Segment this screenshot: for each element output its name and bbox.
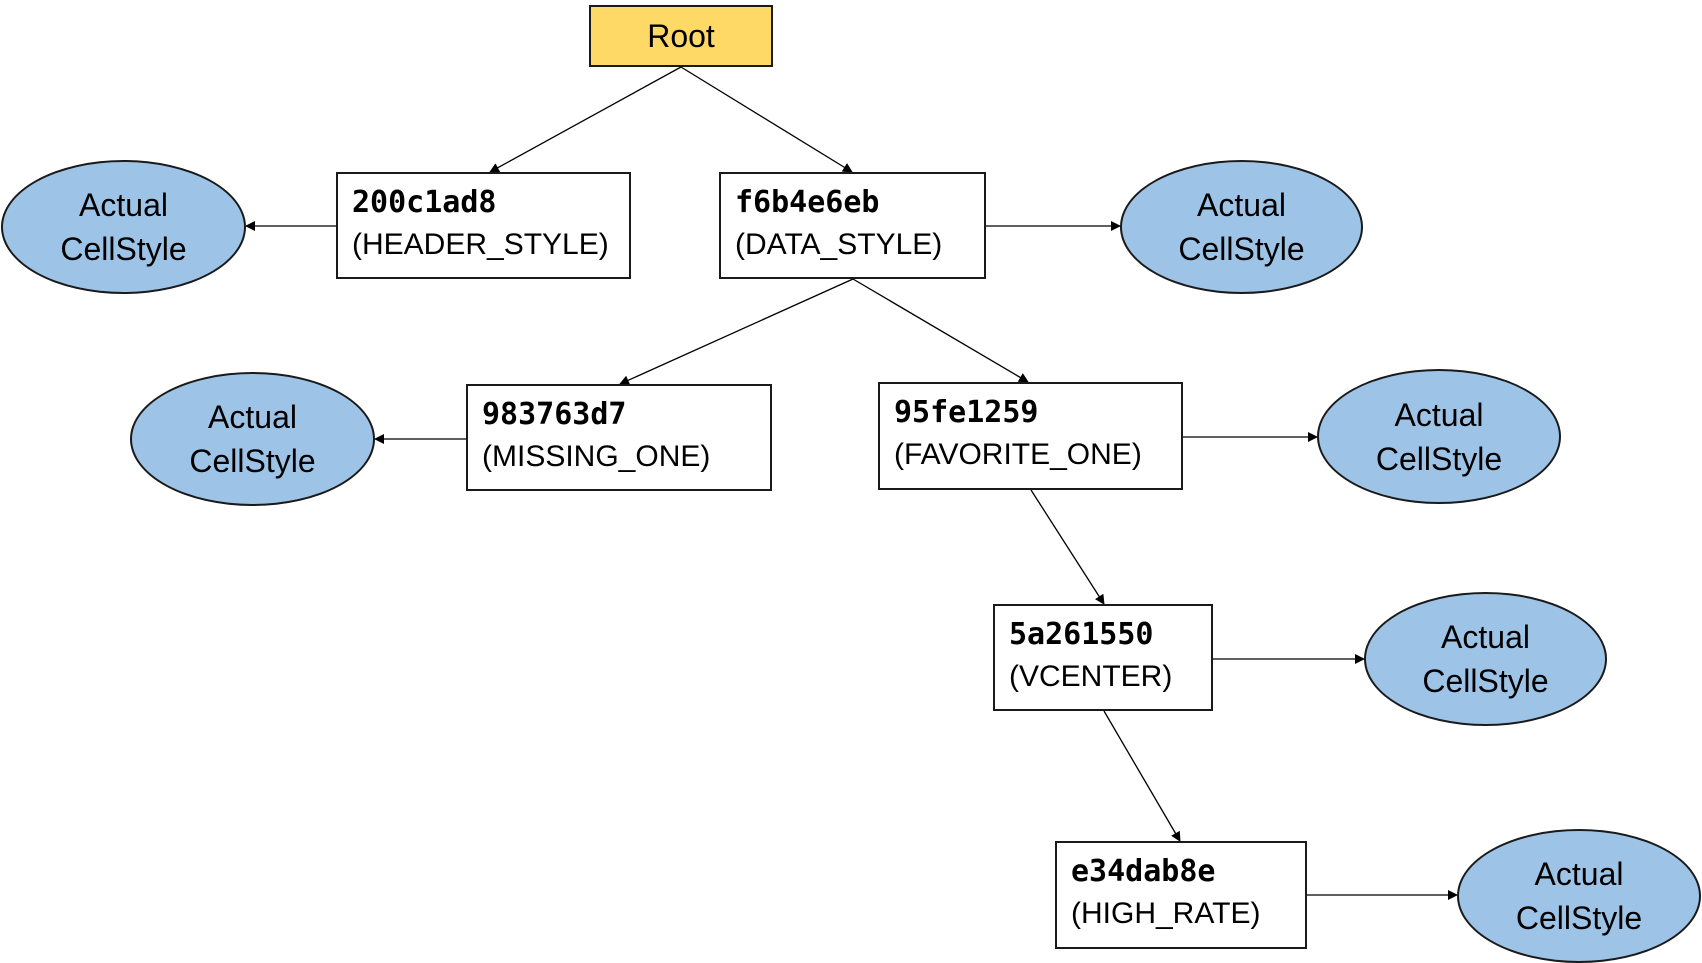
cellstyle-line2: CellStyle [1375,440,1503,477]
style-node-missing-one: 983763d7 (MISSING_ONE) [466,384,772,491]
cellstyle-line2: CellStyle [1178,231,1305,267]
node-style-name: (FAVORITE_ONE) [894,438,1142,471]
cellstyle-line2: CellStyle [1515,900,1643,936]
cellstyle-ellipse-vcenter: Actual CellStyle [1364,592,1607,726]
edge-vcenter-to-high-rate [1103,710,1181,842]
node-style-name: (HEADER_STYLE) [352,228,609,261]
style-node-header-style: 200c1ad8 (HEADER_STYLE) [336,172,631,279]
node-style-name: (MISSING_ONE) [482,440,711,473]
node-style-name: (VCENTER) [1009,660,1173,693]
cellstyle-line2: CellStyle [60,231,187,267]
cellstyle-ellipse-header-style: Actual CellStyle [1,160,246,294]
cellstyle-ellipse-missing-one: Actual CellStyle [130,372,375,506]
cellstyle-line1: Actual [208,399,297,435]
cellstyle-line1: Actual [79,187,168,223]
style-node-data-style: f6b4e6eb (DATA_STYLE) [719,172,986,279]
edge-data-style-to-favorite-one [852,278,1029,383]
edge-root-to-data-style [680,66,853,173]
cellstyle-ellipse-high-rate: Actual CellStyle [1457,829,1701,963]
style-node-high-rate: e34dab8e (HIGH_RATE) [1055,841,1307,949]
node-hash: 200c1ad8 [352,185,497,220]
node-hash: 5a261550 [1009,617,1154,652]
edge-favorite-one-to-vcenter [1030,489,1105,605]
cellstyle-line1: Actual [1441,619,1530,655]
node-hash: e34dab8e [1071,854,1216,889]
node-hash: f6b4e6eb [735,185,880,220]
edge-root-to-header-style [489,66,682,173]
cellstyle-ellipse-favorite-one: Actual CellStyle [1317,369,1561,504]
cellstyle-line2: CellStyle [189,443,316,479]
cellstyle-line2: CellStyle [1422,663,1549,699]
root-label: Root [647,17,715,54]
node-hash: 95fe1259 [894,395,1039,430]
cellstyle-line1: Actual [1197,187,1286,223]
root-node: Root [589,5,773,67]
cellstyle-line1: Actual [1394,396,1484,433]
node-style-name: (HIGH_RATE) [1071,897,1261,930]
style-node-favorite-one: 95fe1259 (FAVORITE_ONE) [878,382,1183,490]
cellstyle-ellipse-data-style: Actual CellStyle [1120,160,1363,294]
node-hash: 983763d7 [482,397,627,432]
node-style-name: (DATA_STYLE) [735,228,943,261]
edge-data-style-to-missing-one [619,278,854,385]
cellstyle-line1: Actual [1534,856,1624,892]
style-node-vcenter: 5a261550 (VCENTER) [993,604,1213,711]
